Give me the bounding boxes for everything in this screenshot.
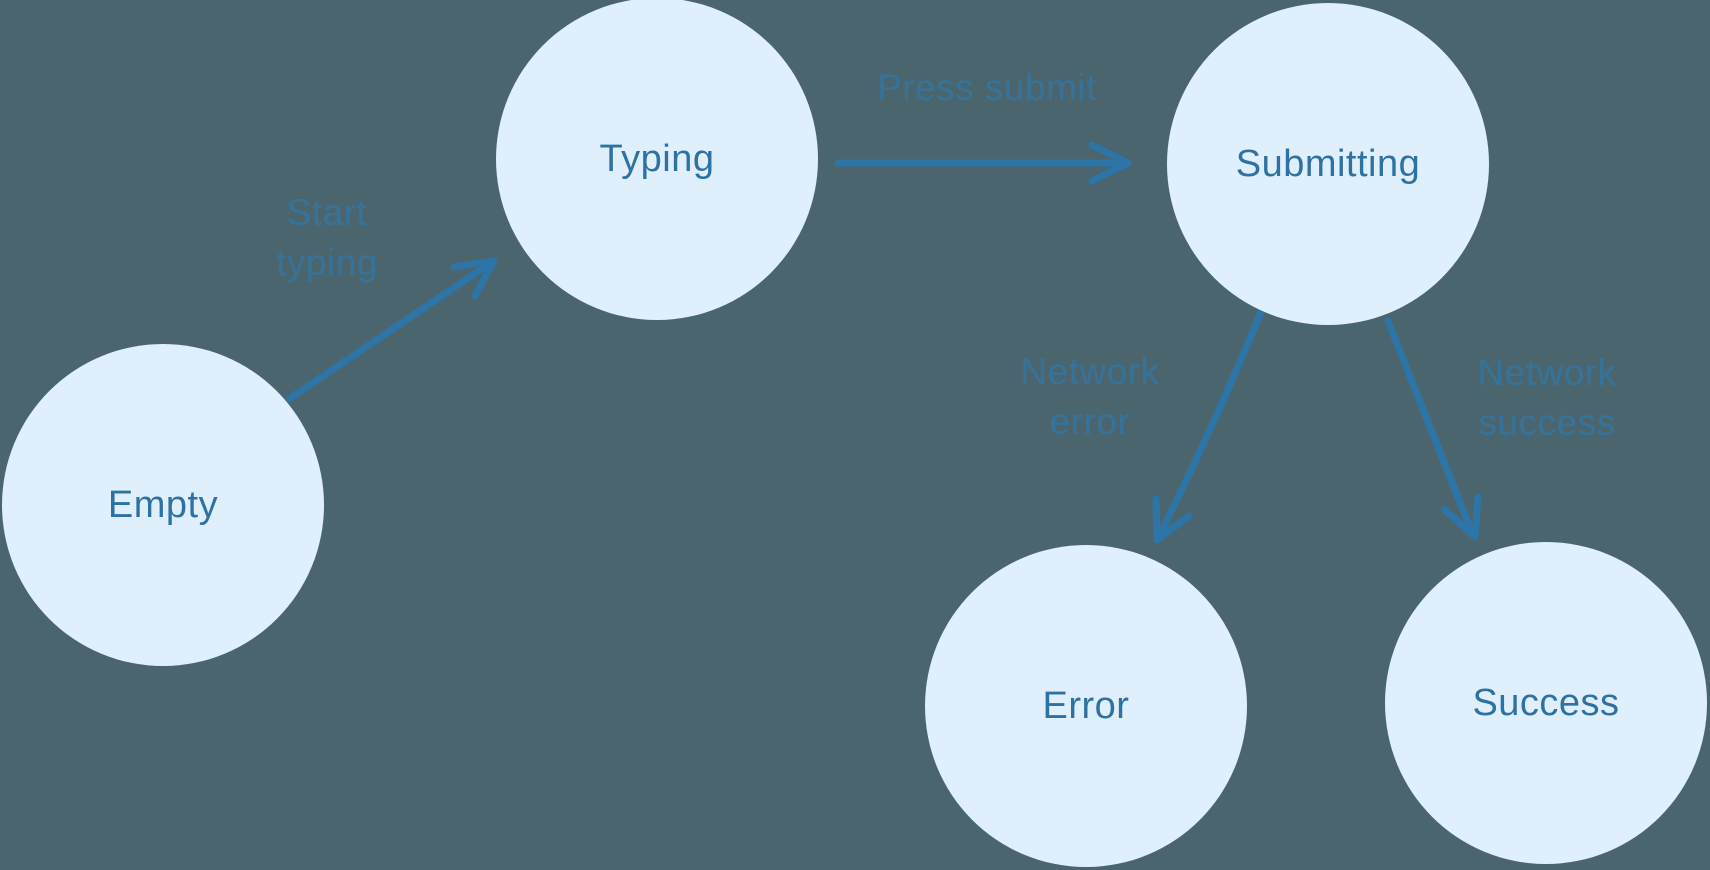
arrowhead-icon: [1152, 495, 1193, 544]
arrowhead-icon: [1088, 141, 1132, 185]
state-node-typing: Typing: [496, 0, 818, 320]
transition-label-line: error: [1049, 401, 1131, 442]
transition-label-line: success: [1478, 402, 1616, 443]
transition-label-line: Network: [1020, 351, 1160, 392]
state-node-submitting: Submitting: [1167, 3, 1489, 325]
transition-label-line: Press submit: [877, 67, 1097, 108]
state-label-success: Success: [1472, 681, 1620, 724]
arrow-line: [1156, 308, 1265, 538]
transition-arrow-press-submit: [834, 141, 1132, 185]
state-label-error: Error: [1042, 684, 1130, 727]
state-label-typing: Typing: [599, 137, 715, 180]
transition-label-start-typing: Start typing: [276, 188, 378, 288]
state-node-error: Error: [925, 545, 1247, 867]
transition-arrow-network-error: [1152, 308, 1265, 544]
transition-label-line: typing: [276, 242, 378, 283]
arrowhead-icon: [450, 257, 498, 300]
arrowhead-icon: [1441, 493, 1482, 541]
state-label-submitting: Submitting: [1235, 142, 1421, 185]
arrow-line: [1384, 317, 1475, 534]
transition-label-line: Network: [1477, 352, 1617, 393]
state-node-success: Success: [1385, 542, 1707, 864]
transition-arrow-network-success: [1384, 317, 1482, 541]
transition-label-network-success: Network success: [1477, 348, 1616, 448]
state-node-empty: Empty: [2, 344, 324, 666]
transition-label-network-error: Network error: [1020, 347, 1159, 447]
state-label-empty: Empty: [107, 483, 219, 526]
transition-label-line: Start: [286, 192, 368, 233]
transition-label-press-submit: Press submit: [877, 63, 1097, 113]
